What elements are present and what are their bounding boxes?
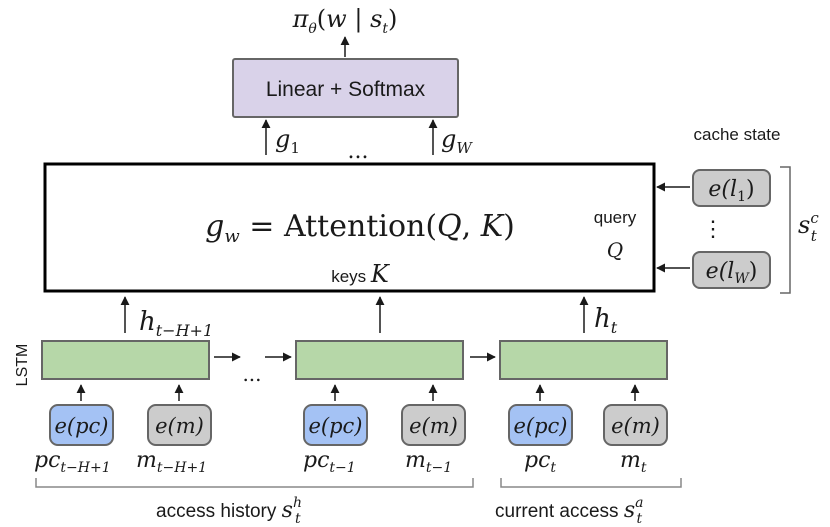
keys-label: keys K <box>331 260 391 288</box>
hidden-first-label: ht−H+1 <box>139 307 213 340</box>
pc-embedding-middle-label: e(pc) <box>308 414 362 438</box>
cache-vertical-ellipsis: ⋮ <box>702 217 724 242</box>
pc-embedding-middle <box>303 404 368 446</box>
pc-embedding-first <box>49 404 114 446</box>
attention-equation: gw = Attention(Q, K) <box>205 209 515 247</box>
lstm-ellipsis: ... <box>242 362 261 386</box>
lstm-cell-middle <box>295 340 464 380</box>
pc-embedding-current-label: e(pc) <box>513 414 567 438</box>
cache-embedding-l1 <box>692 169 771 207</box>
m-input-first: mt−H+1 <box>136 448 207 476</box>
m-embedding-current <box>603 404 668 446</box>
query-label: query <box>594 208 637 227</box>
current-bracket <box>500 478 682 488</box>
m-embedding-current-label: e(m) <box>611 414 660 438</box>
cache-bracket <box>780 166 791 294</box>
linear-softmax-label: Linear + Softmax <box>266 78 426 101</box>
history-bracket <box>35 478 474 488</box>
cache-embedding-lW <box>692 251 771 289</box>
g1-label: g1 <box>275 125 300 157</box>
pc-embedding-first-label: e(pc) <box>54 414 108 438</box>
pc-input-current: pct <box>524 448 556 476</box>
query-symbol: Q <box>607 238 623 262</box>
pc-input-first: pct−H+1 <box>34 448 111 476</box>
lstm-label: LSTM <box>14 344 31 387</box>
cache-embedding-lW-label: e(lW) <box>706 259 758 287</box>
cache-embedding-l1-label: e(l1) <box>708 177 754 205</box>
m-embedding-middle-label: e(m) <box>409 414 458 438</box>
gW-label: gW <box>441 125 473 157</box>
pc-input-middle: pct−1 <box>303 448 356 476</box>
pc-embedding-current <box>508 404 573 446</box>
cache-state-title: cache state <box>694 125 781 144</box>
lstm-cell-current <box>499 340 668 380</box>
m-embedding-first <box>147 404 212 446</box>
m-embedding-first-label: e(m) <box>155 414 204 438</box>
lstm-cell-first <box>41 340 210 380</box>
m-embedding-middle <box>401 404 466 446</box>
m-input-current: mt <box>620 448 647 476</box>
hidden-last-label: ht <box>594 304 618 337</box>
attention-box <box>43 162 656 293</box>
policy-output-label: πθ(w | st) <box>292 5 398 37</box>
linear-softmax-box <box>232 58 459 118</box>
m-input-middle: mt−1 <box>405 448 452 476</box>
g-ellipsis: ... <box>348 139 369 164</box>
